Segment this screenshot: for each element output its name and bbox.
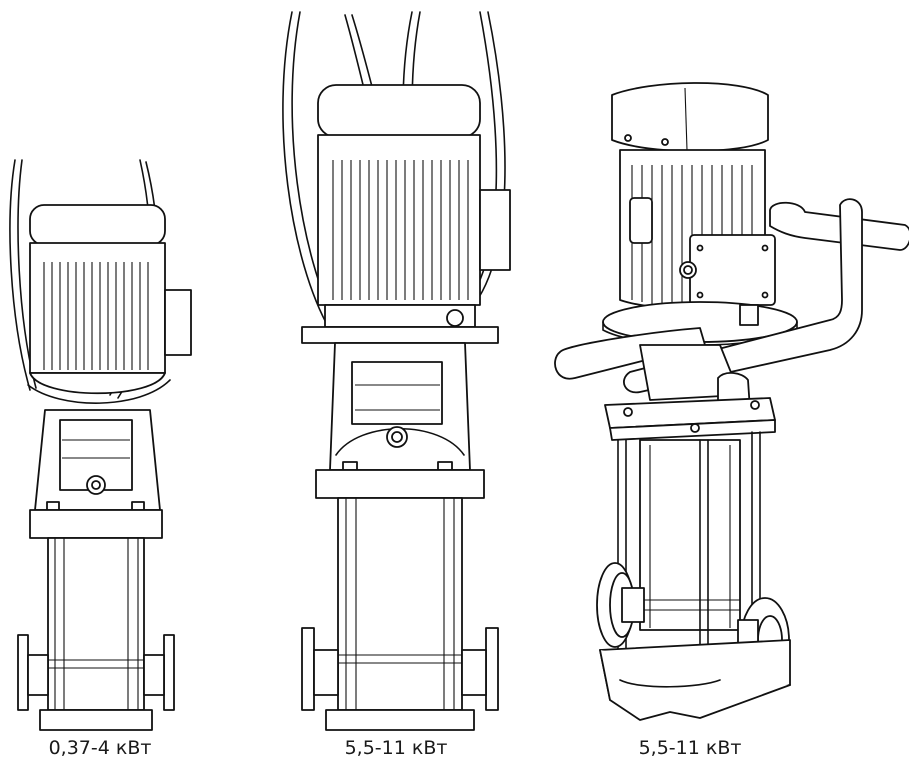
caption-pump-isometric: 5,5-11 кВт bbox=[638, 737, 742, 759]
pump-small-front-view bbox=[9, 159, 192, 731]
caption-pump-large: 5,5-11 кВт bbox=[344, 737, 448, 759]
caption-pump-small: 0,37-4 кВт bbox=[48, 737, 152, 759]
pump-isometric-view bbox=[554, 82, 909, 721]
pump-large-front-view bbox=[282, 11, 511, 731]
